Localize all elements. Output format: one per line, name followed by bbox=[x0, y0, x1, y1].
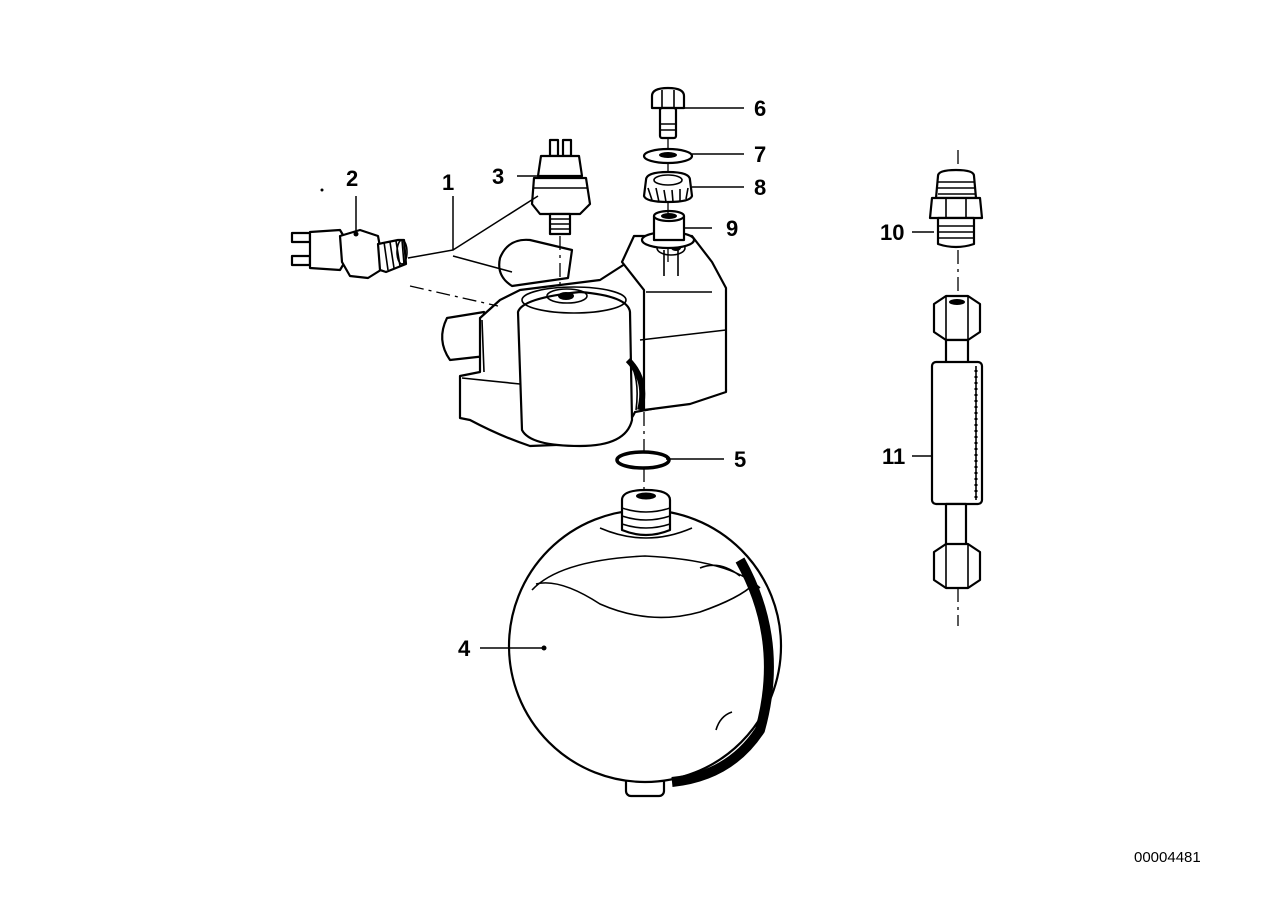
pressure-accumulator bbox=[507, 488, 783, 798]
leader-lines bbox=[320, 107, 934, 651]
union-fitting bbox=[928, 168, 984, 249]
callout-7: 7 bbox=[754, 142, 766, 167]
assembly-lines bbox=[409, 138, 959, 626]
callout-8: 8 bbox=[754, 175, 766, 200]
valve-block bbox=[441, 234, 728, 448]
nut bbox=[642, 170, 694, 204]
callout-labels: 1 2 3 4 5 6 7 8 9 10 11 bbox=[346, 96, 905, 661]
pressure-hose bbox=[930, 294, 984, 590]
callout-10: 10 bbox=[880, 220, 904, 245]
o-ring bbox=[615, 450, 671, 470]
callout-11: 11 bbox=[882, 444, 905, 469]
callout-4: 4 bbox=[458, 636, 471, 661]
callout-2: 2 bbox=[346, 166, 358, 191]
pressure-switch bbox=[290, 228, 408, 280]
bolt bbox=[650, 86, 686, 140]
sleeve bbox=[640, 209, 696, 250]
callout-1: 1 bbox=[442, 170, 454, 195]
callout-9: 9 bbox=[726, 216, 738, 241]
washer bbox=[642, 147, 694, 165]
callout-5: 5 bbox=[734, 447, 746, 472]
callout-6: 6 bbox=[754, 96, 766, 121]
callout-3: 3 bbox=[492, 164, 504, 189]
document-id: 00004481 bbox=[1134, 849, 1201, 866]
pressure-sensor bbox=[530, 138, 592, 236]
